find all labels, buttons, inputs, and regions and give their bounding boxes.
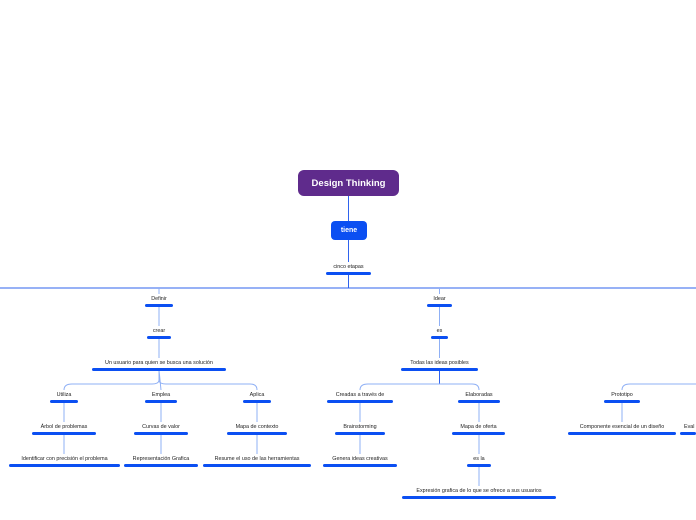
node-elaboradas[interactable]: Elaboradas bbox=[458, 391, 500, 403]
root-topic-label: Design Thinking bbox=[311, 177, 386, 189]
node-label: Brainstorming bbox=[343, 424, 377, 430]
node-label: es la bbox=[473, 456, 485, 462]
node-label: Emplea bbox=[151, 392, 171, 398]
node-label: es bbox=[436, 328, 443, 334]
node-underline bbox=[92, 368, 226, 371]
node-expresion[interactable]: Expresión grafica de lo que se ofrece a … bbox=[402, 487, 556, 499]
node-underline bbox=[402, 496, 556, 499]
node-underline bbox=[452, 432, 505, 435]
node-todas-ideas[interactable]: Todas las ideas posibles bbox=[401, 359, 478, 371]
node-label: Representación Grafica bbox=[132, 456, 190, 462]
node-genera[interactable]: Genera ideas creativas bbox=[323, 455, 397, 467]
node-underline bbox=[326, 272, 371, 275]
node-prototipo[interactable]: Prototipo bbox=[604, 391, 640, 403]
node-underline bbox=[401, 368, 478, 371]
node-idear[interactable]: Idear bbox=[427, 295, 452, 307]
root-topic[interactable]: Design Thinking bbox=[298, 170, 399, 196]
node-label: Curvas de valor bbox=[142, 424, 180, 430]
node-underline bbox=[335, 432, 385, 435]
node-label: Utiliza bbox=[56, 392, 72, 398]
node-underline bbox=[467, 464, 491, 467]
node-utiliza[interactable]: Utiliza bbox=[50, 391, 78, 403]
node-underline bbox=[147, 336, 171, 339]
node-cinco-etapas[interactable]: cinco etapas bbox=[326, 263, 371, 275]
connector-label: tiene bbox=[340, 227, 358, 234]
node-representacion[interactable]: Representación Grafica bbox=[124, 455, 198, 467]
node-es-la[interactable]: es la bbox=[467, 455, 491, 467]
node-label: Todas las ideas posibles bbox=[410, 360, 469, 366]
node-label: Mapa de oferta bbox=[460, 424, 497, 430]
node-label: Expresión grafica de lo que se ofrece a … bbox=[416, 488, 542, 494]
node-label: Eval bbox=[684, 424, 695, 430]
node-label: Genera ideas creativas bbox=[332, 456, 388, 462]
node-mapa-oferta[interactable]: Mapa de oferta bbox=[452, 423, 505, 435]
node-componente[interactable]: Componente esencial de un diseño bbox=[568, 423, 676, 435]
node-label: Prototipo bbox=[611, 392, 633, 398]
node-creadas[interactable]: Creadas a través de bbox=[327, 391, 393, 403]
node-label: crear bbox=[152, 328, 166, 334]
node-label: Definir bbox=[151, 296, 167, 302]
node-arbol-problemas[interactable]: Árbol de problemas bbox=[32, 423, 96, 435]
node-label: Componente esencial de un diseño bbox=[579, 424, 665, 430]
node-emplea[interactable]: Emplea bbox=[145, 391, 177, 403]
node-underline bbox=[327, 400, 393, 403]
node-underline bbox=[431, 336, 448, 339]
node-label: Un usuario para quien se busca una soluc… bbox=[105, 360, 213, 366]
node-underline bbox=[680, 432, 696, 435]
node-mapa-contexto[interactable]: Mapa de contexto bbox=[227, 423, 287, 435]
node-underline bbox=[427, 304, 452, 307]
node-underline bbox=[458, 400, 500, 403]
node-underline bbox=[9, 464, 120, 467]
node-curvas-valor[interactable]: Curvas de valor bbox=[134, 423, 188, 435]
node-underline bbox=[134, 432, 188, 435]
node-underline bbox=[227, 432, 287, 435]
node-underline bbox=[124, 464, 198, 467]
node-identificar[interactable]: Identificar con precisión el problema bbox=[9, 455, 120, 467]
node-label: cinco etapas bbox=[333, 264, 364, 270]
node-underline bbox=[568, 432, 676, 435]
node-label: Aplica bbox=[249, 392, 265, 398]
node-underline bbox=[243, 400, 271, 403]
node-underline bbox=[604, 400, 640, 403]
node-resume[interactable]: Resume el uso de las herramientas bbox=[203, 455, 311, 467]
node-es[interactable]: es bbox=[431, 327, 448, 339]
connector-tiene[interactable]: tiene bbox=[331, 221, 367, 240]
node-label: Elaboradas bbox=[465, 392, 493, 398]
node-underline bbox=[203, 464, 311, 467]
node-underline bbox=[145, 304, 173, 307]
node-eval[interactable]: Eval bbox=[680, 423, 696, 435]
node-brainstorming[interactable]: Brainstorming bbox=[335, 423, 385, 435]
node-label: Mapa de contexto bbox=[235, 424, 279, 430]
node-label: Árbol de problemas bbox=[40, 424, 88, 430]
node-crear[interactable]: crear bbox=[147, 327, 171, 339]
node-usuario[interactable]: Un usuario para quien se busca una soluc… bbox=[92, 359, 226, 371]
node-underline bbox=[32, 432, 96, 435]
node-underline bbox=[145, 400, 177, 403]
node-underline bbox=[50, 400, 78, 403]
node-underline bbox=[323, 464, 397, 467]
node-label: Idear bbox=[433, 296, 446, 302]
node-definir[interactable]: Definir bbox=[145, 295, 173, 307]
node-label: Identificar con precisión el problema bbox=[21, 456, 108, 462]
node-label: Resume el uso de las herramientas bbox=[214, 456, 300, 462]
node-label: Creadas a través de bbox=[335, 392, 385, 398]
node-aplica[interactable]: Aplica bbox=[243, 391, 271, 403]
